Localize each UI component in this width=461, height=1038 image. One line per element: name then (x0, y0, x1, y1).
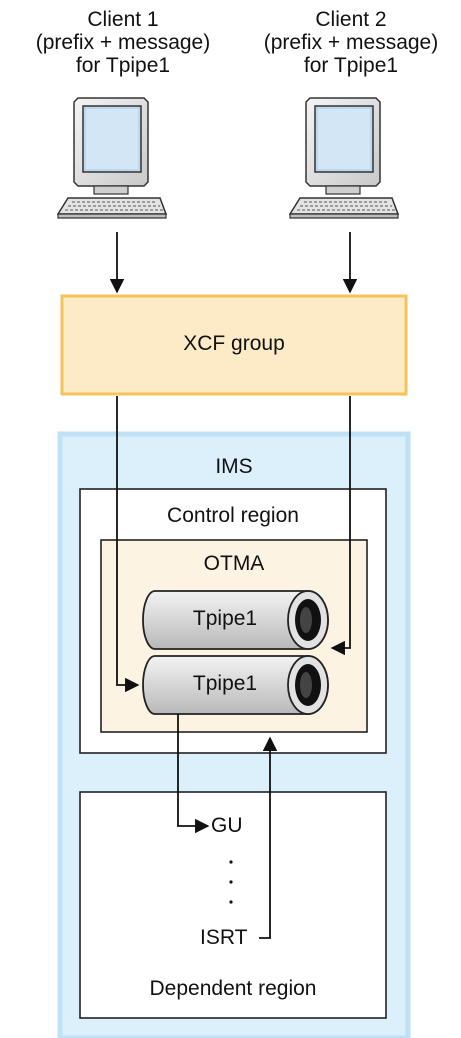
client-1-payload: (prefix + message) (35, 31, 211, 54)
tpipe-top (142, 590, 329, 650)
xcf-to-tpipe-top-arrow (330, 396, 351, 656)
client-2-computer-icon (289, 97, 399, 219)
tpipe-top-label: Tpipe1 (192, 607, 258, 630)
gu-call-label: GU (211, 814, 243, 837)
dependent-region-box (79, 791, 387, 1019)
tpipe-bottom-label: Tpipe1 (192, 672, 258, 695)
tpipe-to-gu-arrow (177, 714, 210, 834)
dependent-region-label: Dependent region (149, 977, 317, 1000)
otma-label: OTMA (203, 552, 265, 575)
ims-label: IMS (215, 455, 253, 478)
tpipe-bottom (142, 655, 329, 715)
xcf-to-tpipe-bottom-arrow (116, 396, 140, 693)
xcf-group-label: XCF group (183, 332, 285, 355)
client-2-name: Client 2 (315, 8, 387, 31)
control-region-label: Control region (167, 504, 299, 527)
client-1-target: for Tpipe1 (75, 54, 171, 77)
isrt-to-tpipe-arrow (259, 736, 278, 939)
ellipsis-dots (229, 860, 233, 904)
client-1-computer-icon (57, 97, 167, 219)
client-1-label: Client 1 (prefix + message) for Tpipe1 (13, 8, 233, 77)
xcf-group-box (60, 294, 408, 396)
client-2-target: for Tpipe1 (303, 54, 399, 77)
client-2-label: Client 2 (prefix + message) for Tpipe1 (241, 8, 461, 77)
isrt-call-label: ISRT (200, 926, 248, 949)
client-2-payload: (prefix + message) (263, 31, 439, 54)
client-1-name: Client 1 (87, 8, 159, 31)
